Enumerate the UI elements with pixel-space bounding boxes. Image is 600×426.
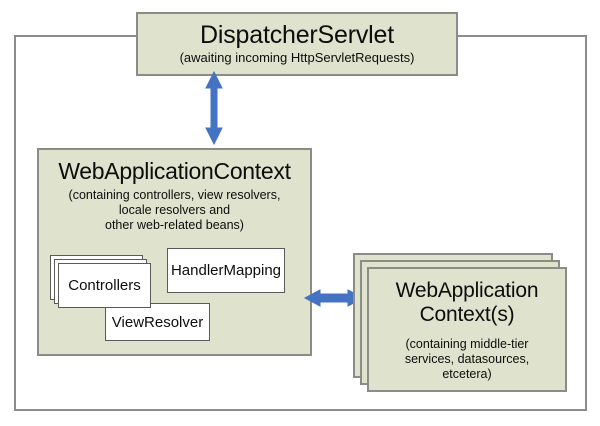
- dispatcher-servlet-subtitle: (awaiting incoming HttpServletRequests): [179, 50, 415, 66]
- controllers-box: Controllers: [58, 263, 151, 308]
- web-application-context-title: WebApplicationContext: [58, 158, 291, 184]
- wac-subtitle-line-3: other web-related beans): [105, 218, 244, 232]
- root-contexts-title-line-1: WebApplication: [395, 279, 539, 302]
- wac-subtitle-line-2: locale resolvers and: [118, 203, 231, 217]
- handler-mapping-label: HandlerMapping: [170, 262, 282, 279]
- controllers-label: Controllers: [68, 277, 141, 294]
- root-contexts-title-line-2: Context(s): [419, 303, 515, 327]
- root-web-application-contexts-box: WebApplication Context(s) (containing mi…: [367, 267, 567, 392]
- dispatcher-servlet-title: DispatcherServlet: [200, 21, 394, 50]
- root-contexts-subtitle-line-2: services, datasources,: [404, 352, 530, 366]
- root-contexts-subtitle: (containing middle-tier services, dataso…: [373, 337, 561, 382]
- view-resolver-label: ViewResolver: [111, 313, 204, 331]
- web-application-context-subtitle: (containing controllers, view resolvers,…: [45, 188, 304, 233]
- wac-subtitle-line-1: (containing controllers, view resolvers,: [68, 188, 281, 202]
- handler-mapping-box: HandlerMapping: [167, 248, 285, 293]
- arrow-dispatcher-to-webapplicationcontext: [205, 70, 223, 146]
- dispatcher-servlet-box: DispatcherServlet (awaiting incoming Htt…: [136, 12, 458, 76]
- view-resolver-box: ViewResolver: [105, 303, 210, 341]
- root-contexts-title: WebApplication Context(s): [369, 279, 565, 327]
- root-contexts-subtitle-line-3: etcetera): [442, 367, 492, 381]
- root-contexts-subtitle-line-1: (containing middle-tier: [405, 337, 529, 351]
